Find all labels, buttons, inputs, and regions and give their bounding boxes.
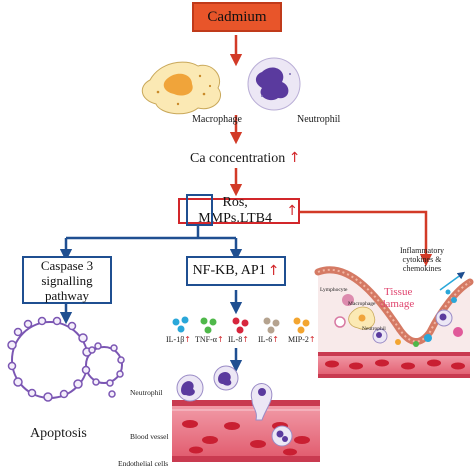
cytokine-label: IL-8↑: [228, 335, 249, 344]
cytokine-increase-arrow: ↑: [184, 335, 191, 344]
tissue-damage-label: Tissue damage: [380, 286, 414, 310]
ros-label: Ros, MMPs.LTB4: [198, 195, 273, 226]
tissue-macrophage-label: Macrophage: [348, 301, 376, 307]
lymphocyte-label: Lymphocyte: [320, 287, 348, 293]
inflammatory-line2: cytokines &: [402, 255, 442, 264]
cytokine-label-row: IL-1β↑TNF-α↑IL-8↑IL-6↑MIP-2↑: [166, 335, 322, 349]
blood-vessel-label: Blood vessel: [130, 432, 169, 441]
caspase-line3: pathway: [44, 287, 90, 303]
cytokine-increase-arrow: ↑: [308, 335, 316, 344]
inflammatory-cytokines-label: Inflammatory cytokines & chemokines: [392, 246, 452, 273]
cytokine-name: IL-1β: [166, 335, 185, 344]
cytokine-il8-dots: [232, 317, 249, 334]
ros-box: Ros, MMPs.LTB4 ↑: [178, 195, 300, 226]
tissue-damage-line1: Tissue: [384, 286, 413, 298]
ros-highlight-box: [186, 194, 213, 226]
arrow-ros-to-tissue: [300, 210, 433, 267]
cytokine-name: IL-6: [258, 335, 273, 344]
tissue-damage-line2: damage: [380, 298, 415, 310]
cytokine-label: MIP-2↑: [288, 335, 316, 344]
neutrophil-label: Neutrophil: [297, 114, 341, 125]
caspase-line2: signalling: [41, 272, 93, 288]
cytokine-label: IL-6↑: [258, 335, 279, 344]
cadmium-box: Cadmium: [192, 2, 282, 32]
apoptosis-cells-icon: [7, 316, 125, 402]
ca-concentration-label: Ca concentration ↑: [190, 150, 300, 167]
nfkb-box: NF-KB, AP1 ↑: [186, 256, 286, 286]
ros-increase-arrow: ↑: [286, 203, 298, 219]
cytokine-name: MIP-2: [288, 335, 309, 344]
cytokine-tnfa-dots: [200, 317, 217, 334]
inflammatory-line1: Inflammatory: [400, 246, 444, 255]
cytokine-il1b-dots: [172, 316, 189, 333]
caspase-box: Caspase 3 signalling pathway: [22, 256, 112, 304]
cytokine-increase-arrow: ↑: [272, 335, 279, 344]
cytokine-name: IL-8: [228, 335, 243, 344]
tissue-damage-illustration: [314, 266, 474, 378]
tissue-neutrophil-label: Neutrophil: [362, 326, 386, 332]
nfkb-increase-arrow: ↑: [267, 263, 280, 279]
neutrophil-cell-icon: [247, 57, 301, 111]
cytokine-name: TNF-α: [195, 335, 217, 344]
endothelial-cells-label: Endothelial cells: [118, 459, 169, 468]
cadmium-label: Cadmium: [207, 8, 267, 25]
ca-concentration-text: Ca concentration: [190, 151, 286, 166]
cytokine-mip2-dots: [293, 317, 310, 334]
macrophage-cell-icon: [141, 61, 221, 115]
blood-vessel-illustration: [172, 365, 320, 462]
inflammatory-line3: chemokines: [402, 264, 442, 273]
cytokine-label: TNF-α↑: [195, 335, 224, 344]
nfkb-label: NF-KB, AP1: [192, 263, 266, 278]
cytokine-increase-arrow: ↑: [242, 335, 249, 344]
macrophage-label: Macrophage: [192, 114, 242, 125]
cytokine-label: IL-1β↑: [166, 335, 191, 344]
apoptosis-label: Apoptosis: [30, 426, 87, 441]
caspase-line1: Caspase 3: [40, 257, 94, 273]
ca-increase-arrow: ↑: [288, 150, 301, 166]
vessel-neutrophil-label: Neutrophil: [130, 388, 163, 397]
cytokine-il6-dots: [263, 317, 280, 334]
cytokine-increase-arrow: ↑: [216, 335, 224, 344]
